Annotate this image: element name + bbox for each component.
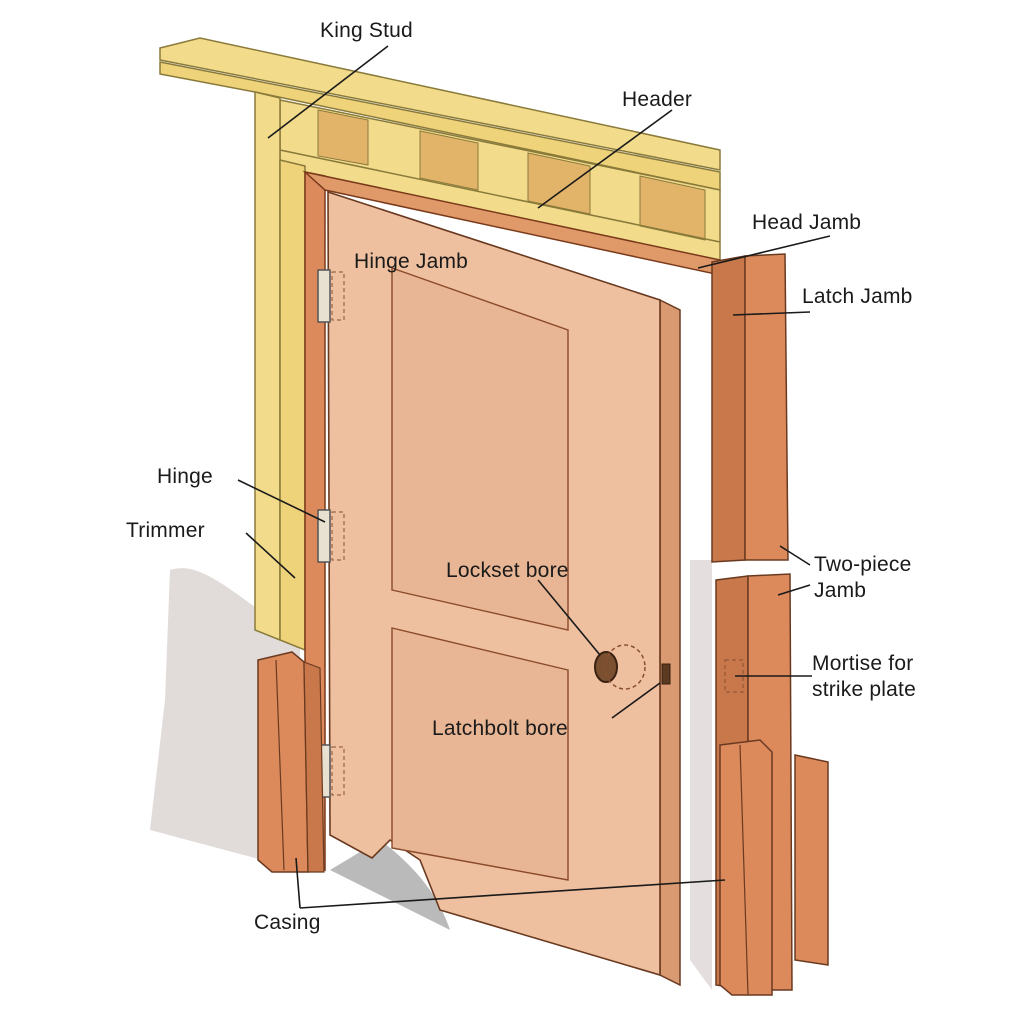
king-stud <box>254 91 281 642</box>
header-cell-2 <box>419 130 479 191</box>
hinge-middle <box>317 509 331 563</box>
label-king-stud: King Stud <box>320 19 413 42</box>
latch-jamb-upper-face <box>744 253 789 561</box>
door-panel-lower <box>391 627 569 881</box>
top-plate <box>159 37 721 171</box>
casing-right-1 <box>719 739 773 996</box>
casing-right-2 <box>794 754 829 966</box>
label-two-piece-jamb: Two-piece Jamb <box>814 552 912 604</box>
label-lockset-bore: Lockset bore <box>446 559 569 582</box>
header-cell-3 <box>527 152 591 215</box>
wall-right <box>690 560 712 990</box>
label-two-piece-line2: Jamb <box>814 579 867 602</box>
lockset-bore-dashed <box>604 644 646 690</box>
strike-mortise <box>724 659 744 693</box>
label-latch-jamb: Latch Jamb <box>802 285 913 308</box>
label-mortise-line2: strike plate <box>812 678 916 701</box>
door-slab-edge <box>659 298 681 987</box>
label-casing: Casing <box>254 911 321 934</box>
leader-lines <box>237 45 831 909</box>
lockset-bore-hole <box>594 651 618 683</box>
latchbolt-bore <box>661 663 671 685</box>
door-panel-upper <box>391 267 569 631</box>
label-two-piece-line1: Two-piece <box>814 553 912 576</box>
casing-left-side <box>303 661 325 873</box>
label-hinge: Hinge <box>157 465 213 488</box>
label-hinge-jamb: Hinge Jamb <box>354 250 469 273</box>
label-head-jamb: Head Jamb <box>752 211 862 234</box>
header-cell-4 <box>639 175 706 241</box>
label-header: Header <box>622 88 693 111</box>
label-mortise-line1: Mortise for <box>812 652 914 675</box>
label-latchbolt-bore: Latchbolt bore <box>432 717 568 740</box>
latch-jamb-upper-side <box>711 255 746 563</box>
header-cell-1 <box>317 109 369 166</box>
hinge-top <box>317 269 331 323</box>
label-trimmer: Trimmer <box>126 519 205 542</box>
top-plate-lower <box>159 61 721 191</box>
floor-shadow <box>330 840 450 930</box>
label-mortise-strike-plate: Mortise for strike plate <box>812 651 916 703</box>
